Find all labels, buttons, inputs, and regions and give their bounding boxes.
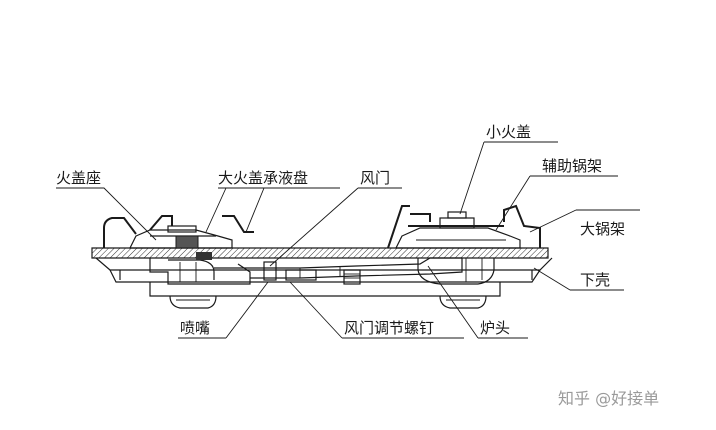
- label-drip-tray: 大火盖承液盘: [218, 169, 308, 187]
- shell-lip: [109, 269, 541, 283]
- left-pot-rack-arm-outer: [103, 217, 137, 248]
- small-fire-cap-shape: [395, 227, 521, 249]
- left-foot: [169, 295, 217, 309]
- label-aux-pot-rack: 辅助锅架: [542, 157, 602, 175]
- label-lower-shell: 下壳: [580, 271, 610, 289]
- label-big-pot-rack: 大锅架: [580, 220, 625, 238]
- leader-big-rack: [529, 209, 640, 233]
- left-burner: [103, 215, 463, 285]
- upper-shell-edge: [95, 257, 553, 271]
- label-air-door-screw: 风门调节螺钉: [344, 319, 434, 337]
- leader-lines: [56, 141, 640, 339]
- air-door-block: [263, 261, 277, 281]
- leader-lower-shell: [533, 267, 624, 291]
- top-panel: [91, 247, 549, 259]
- leader-air-door: [269, 187, 402, 267]
- leader-small-cap: [459, 141, 558, 215]
- big-fire-cap: [129, 229, 233, 249]
- right-pot-rack-left-arm: [387, 205, 410, 249]
- leader-aux-rack: [495, 175, 618, 231]
- right-burner: [387, 204, 541, 285]
- watermark: 知乎 @好接单: [558, 389, 659, 408]
- leader-screw: [289, 281, 464, 339]
- right-foot: [439, 295, 487, 309]
- leader-burner-head: [427, 265, 528, 339]
- lower-shell: [149, 282, 501, 297]
- label-fire-cap-seat: 火盖座: [56, 169, 101, 187]
- right-pot-rack-right-arm: [503, 204, 541, 248]
- stove-body: [91, 247, 553, 309]
- leader-drip-tray: [205, 187, 340, 233]
- label-air-door: 风门: [360, 169, 390, 187]
- labels: 火盖座 大火盖承液盘 风门 小火盖 辅助锅架 大锅架 下壳 喷嘴 风门调节螺钉 …: [56, 123, 625, 337]
- left-pot-rack-arm-right: [222, 215, 254, 233]
- left-pot-rack-arm-mid: [149, 215, 173, 231]
- leader-fire-cap-seat: [56, 187, 157, 241]
- leader-nozzle: [178, 281, 269, 339]
- label-small-fire-cap: 小火盖: [486, 123, 531, 141]
- label-nozzle: 喷嘴: [180, 319, 210, 337]
- label-burner-head: 炉头: [480, 319, 510, 337]
